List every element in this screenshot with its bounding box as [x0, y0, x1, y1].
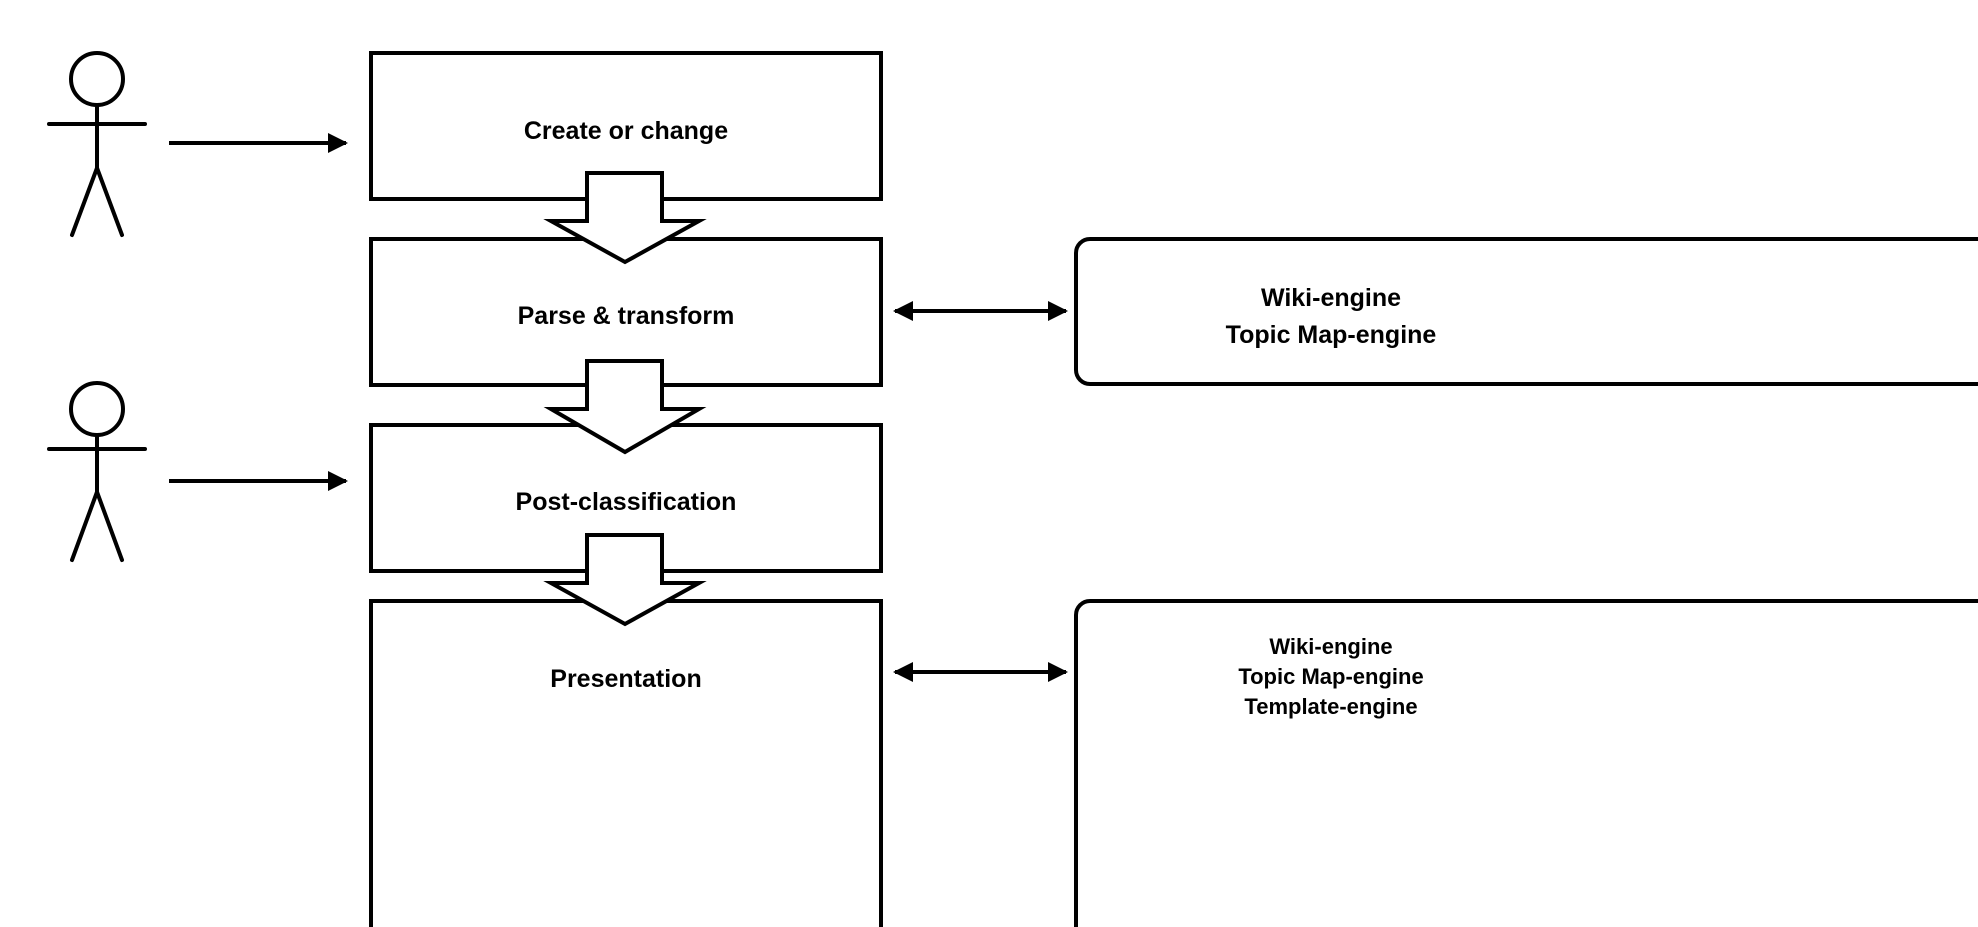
flow-arrow-1 [543, 171, 707, 265]
engine-2-line-2: Topic Map-engine [1238, 664, 1423, 689]
flow-arrow-2 [543, 359, 707, 455]
engine-2-line-3: Template-engine [1244, 694, 1417, 719]
actor-1-figure [47, 51, 147, 237]
actor-2-figure [47, 381, 147, 562]
engine-2-line-1: Wiki-engine [1269, 634, 1392, 659]
step-label-parse-transform: Parse & transform [518, 302, 735, 330]
step-label-post-classification: Post-classification [516, 488, 737, 516]
engine-1-line-1: Wiki-engine [1261, 284, 1401, 312]
step-label-presentation: Presentation [550, 665, 701, 693]
step-label-create-or-change: Create or change [524, 117, 728, 145]
engine-1-line-2: Topic Map-engine [1226, 321, 1437, 349]
engine-box-1 [1074, 237, 1978, 386]
step-box-presentation [369, 599, 883, 927]
flow-arrow-3 [543, 533, 707, 627]
engine-box-2 [1074, 599, 1978, 927]
